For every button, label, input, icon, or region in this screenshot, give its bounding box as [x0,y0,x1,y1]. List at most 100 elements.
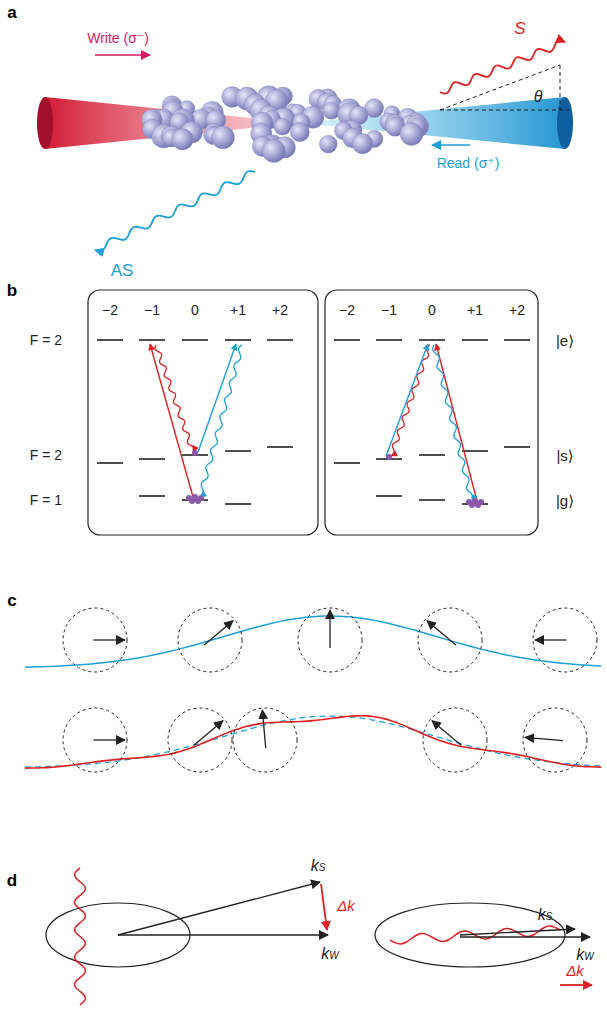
level-box [325,290,538,535]
energy-level [462,339,488,341]
energy-level [419,499,445,501]
read-direction-arrow [432,144,470,146]
write-wave [390,926,560,944]
text-label: Write (σ⁻) [87,31,149,45]
energy-level [462,450,488,452]
energy-level [182,339,208,341]
energy-level [139,458,165,460]
atom-population [195,498,201,504]
energy-level [504,446,530,448]
phase-arrow [94,639,126,640]
kw-vector [118,934,328,935]
text-label: −2 [339,303,355,317]
angle-guide [560,65,561,110]
energy-level [376,339,402,341]
angle-guide [440,65,560,110]
ks-vector [460,929,575,935]
kw-vector [460,936,590,937]
phase-circle [168,708,232,772]
read-mode-profile [25,616,601,667]
read-transition [198,344,236,452]
phase-circles [63,608,597,672]
energy-level [376,495,402,497]
state-label: |s⟩ [556,448,573,463]
energy-levels [97,340,530,504]
delta-k-vector [321,884,327,930]
anti-stokes-emission [433,345,473,501]
write-direction-arrow [95,54,150,56]
energy-level [334,462,360,464]
atom [323,102,340,119]
energy-level [225,339,251,341]
text-label: F = 2 [30,448,62,462]
phase-arrow [535,639,567,640]
phase-arrow [525,737,563,740]
write-beam-end [37,97,53,149]
text-label: Δk [337,898,355,913]
text-label: −1 [381,303,397,317]
energy-level [139,339,165,341]
text-label: Read (σ⁺) [437,156,500,170]
phase-circle [178,608,242,672]
phase-circle [418,608,482,672]
panel-label: d [7,872,17,889]
atom [212,126,235,149]
stokes-emission [391,345,430,456]
angle-guide [440,110,572,111]
energy-level [225,503,251,505]
energy-level [139,495,165,497]
phase-arrow [329,610,330,648]
atom [400,123,423,146]
atom [274,118,291,135]
text-label: S [514,20,525,37]
text-label: +2 [509,303,525,317]
vector-label: kS [538,907,553,923]
phase-circle [423,708,487,772]
write-transition [436,344,477,501]
atom-population [475,502,481,508]
phase-arrow [204,621,233,645]
panel-label: a [7,4,16,21]
state-label: |g⟩ [556,493,574,508]
text-label: −1 [144,303,160,317]
atom [352,134,372,154]
phase-circle [523,708,587,772]
stokes-photon [440,40,565,93]
read-beam [300,97,565,149]
atom-population [469,502,475,508]
state-label: |e⟩ [556,333,574,348]
write-wave [75,868,86,1005]
read-transition [386,344,428,456]
stokes-emission [155,345,194,452]
text-label: +1 [230,303,246,317]
vector-label: kW [576,947,593,963]
energy-level [419,454,445,456]
level-box [88,290,318,535]
text-label: Δk [566,963,584,978]
anti-stokes-photon [95,171,255,251]
phase-circles [63,708,587,772]
phase-circle [233,708,297,772]
delta-k-vector [560,984,592,986]
phase-arrow [194,721,223,745]
atom [172,129,193,150]
phase-circle [63,708,127,772]
text-label: θ [534,89,543,105]
atom [319,135,337,153]
phase-arrow [432,721,461,745]
energy-level [97,462,123,464]
phase-arrow [262,710,265,748]
energy-level [334,339,360,341]
write-transition [150,344,193,497]
phase-circle [533,608,597,672]
phase-arrow [94,739,126,740]
text-label: +2 [272,303,288,317]
text-label: −2 [102,303,118,317]
phase-circle [298,608,362,672]
panel-label: b [7,282,17,299]
atomic-cloud [142,86,429,163]
energy-level [419,339,445,341]
text-label: +1 [467,303,483,317]
text-label: 0 [191,303,199,317]
